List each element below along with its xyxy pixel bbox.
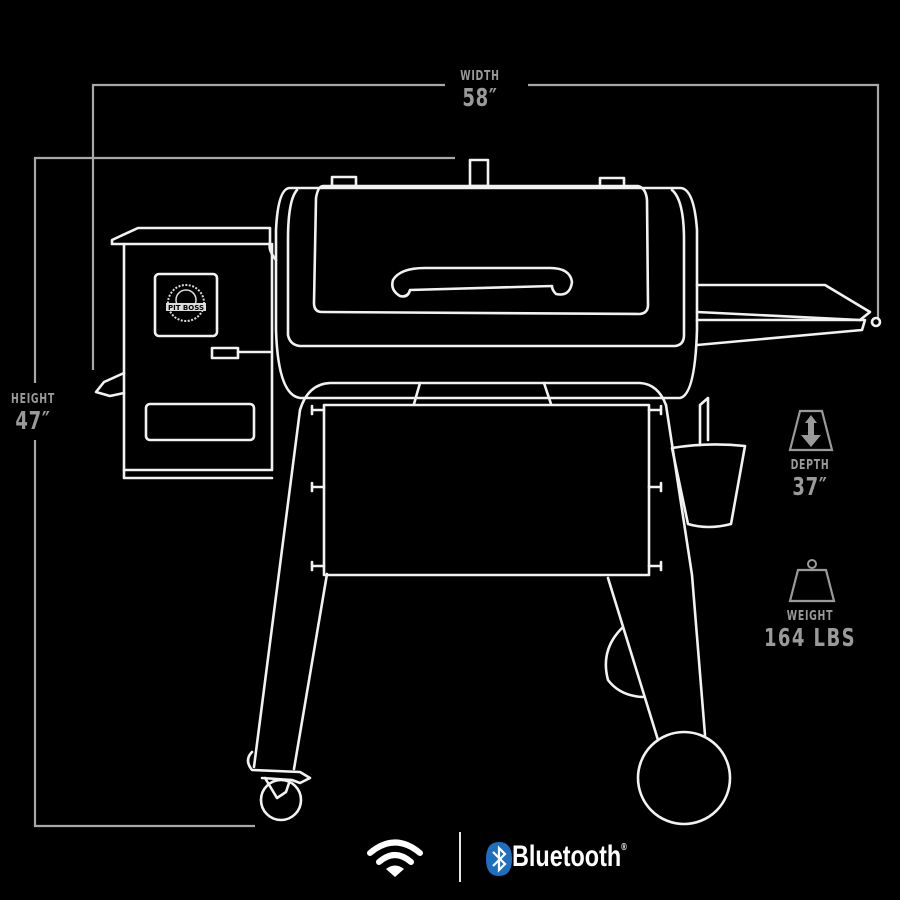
caster-wheel [259,778,303,822]
lid-stop-left [330,175,358,188]
width-value: 58″ [462,83,498,112]
svg-text:PIT BOSS: PIT BOSS [168,304,204,312]
bluetooth-icon [486,842,512,876]
registered-mark: ® [621,842,627,853]
height-value: 47″ [15,406,51,435]
depth-dimension: DEPTH 37″ [770,459,849,499]
weight-dimension: WEIGHT 164 LBS [764,610,856,650]
weight-label: WEIGHT [786,609,834,624]
weight-icon [788,559,836,603]
width-dimension: WIDTH 58″ [437,70,523,110]
height-label: HEIGHT [11,392,55,407]
width-dimension-line [91,83,880,370]
large-wheel [636,730,732,826]
left-leg [252,408,302,769]
caster-bracket [246,750,312,785]
height-dimension: HEIGHT 47″ [1,393,66,433]
front-panel [322,403,651,577]
depth-arrow-icon [788,409,834,452]
grill-barrel [274,186,699,400]
grease-bucket [670,443,747,529]
panel-pegs [310,404,663,572]
brand-logo: PIT BOSS [166,284,206,322]
wifi-icon [367,839,423,877]
depth-label: DEPTH [790,458,830,473]
bluetooth-label: Bluetooth® [512,840,627,874]
pellet-hopper [110,226,272,246]
side-shelf [695,283,872,322]
grill-lid [312,184,650,316]
bluetooth-text: Bluetooth [512,840,622,873]
depth-value: 37″ [792,472,828,501]
weight-value: 164 LBS [763,623,857,652]
height-dimension-line [33,156,455,828]
cart-frame [298,381,668,412]
width-label: WIDTH [460,69,500,84]
divider [459,832,461,882]
lid-handle [391,266,574,298]
chimney [468,158,490,188]
right-leg [664,403,707,737]
connectivity-badges: Bluetooth® [360,828,650,884]
